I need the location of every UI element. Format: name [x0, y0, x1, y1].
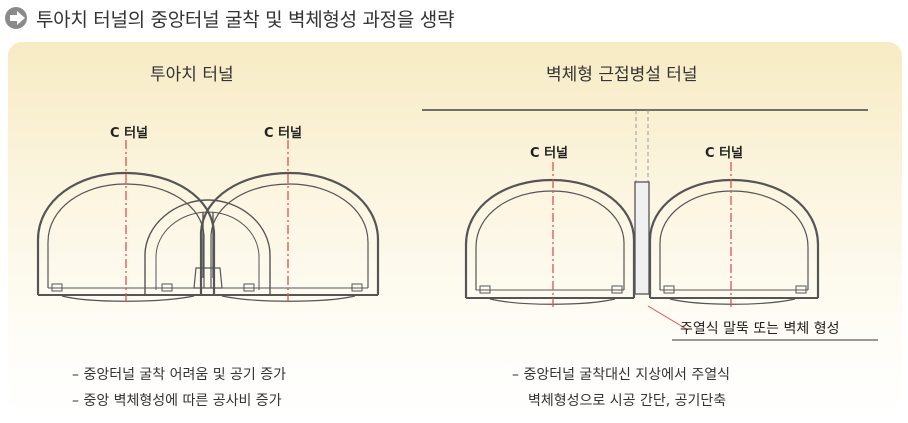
left-panel-title: 투아치 터널	[150, 65, 234, 85]
twin-arch-tunnel-left	[36, 171, 380, 302]
centerline-label-left-b: C 터널	[264, 126, 302, 141]
right-panel-title: 벽체형 근접병설 터널	[546, 65, 698, 85]
header-title: 투아치 터널의 중앙터널 굴착 및 벽체형성 과정을 생략	[36, 8, 455, 31]
content-panel	[8, 42, 902, 418]
pile-wall	[634, 181, 650, 295]
arrow-right-icon	[5, 7, 27, 29]
header: 투아치 터널의 중앙터널 굴착 및 벽체형성 과정을 생략	[4, 4, 454, 32]
pile-wall-callout: 주열식 말뚝 또는 벽체 형성	[680, 321, 840, 337]
centerline-label-right-a: C 터널	[530, 146, 568, 161]
left-note-2: – 중앙 벽체형성에 따른 공사비 증가	[72, 393, 282, 409]
adjacent-tunnels-right	[464, 178, 820, 305]
centerline-label-left-a: C 터널	[110, 126, 148, 141]
right-note-2: 벽체형성으로 시공 간단, 공기단축	[528, 393, 727, 409]
centerline-label-right-b: C 터널	[705, 146, 743, 161]
left-note-1: – 중앙터널 굴착 어려움 및 공기 증가	[72, 367, 287, 383]
right-note-1: – 중앙터널 굴착대신 지상에서 주열식	[512, 367, 730, 383]
